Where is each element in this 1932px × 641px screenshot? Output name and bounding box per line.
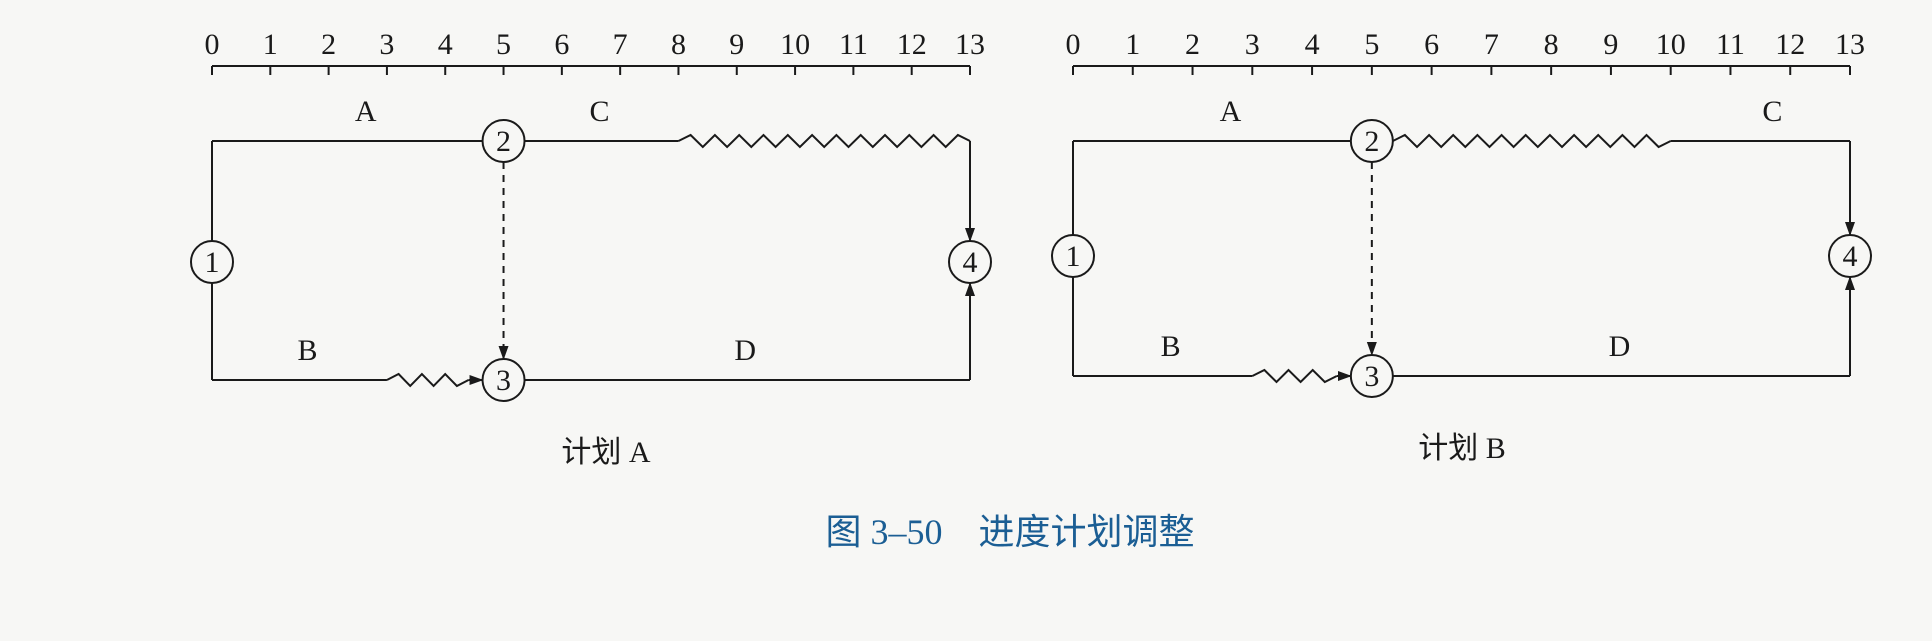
time-scale-tick-label: 0 — [205, 28, 220, 61]
node-3: 3 — [481, 358, 526, 402]
node-circle — [1051, 234, 1095, 278]
time-scale-tick-label: 9 — [729, 28, 744, 61]
time-scale-tick-label: 3 — [1245, 28, 1260, 61]
time-scale-tick-label: 13 — [1835, 28, 1865, 61]
node-label: 3 — [1364, 360, 1379, 393]
node-3: 3 — [1349, 354, 1394, 398]
activity-label: B — [297, 334, 317, 367]
time-scale-tick-label: 6 — [1424, 28, 1439, 61]
time-scale-tick-label: 7 — [613, 28, 628, 61]
figure-caption: 图 3–50 进度计划调整 — [825, 512, 1194, 552]
activity-label: B — [1161, 330, 1181, 363]
time-scale-tick-label: 0 — [1066, 28, 1081, 61]
time-scale-tick-label: 10 — [1656, 28, 1686, 61]
node-circle — [1828, 234, 1872, 278]
activity-c: C — [524, 95, 975, 242]
time-scale-tick-label: 1 — [263, 28, 278, 61]
activity-b: B — [211, 283, 484, 388]
time-scale-tick-label: 5 — [496, 28, 511, 61]
free-float-wave — [678, 133, 971, 149]
free-float-wave — [386, 372, 469, 388]
time-scale-tick-label: 11 — [839, 28, 868, 61]
time-scale-tick-label: 1 — [1125, 28, 1140, 61]
node-circle — [481, 358, 526, 402]
node-circle — [190, 240, 234, 284]
time-scale-tick-label: 8 — [671, 28, 686, 61]
time-scale-tick-label: 8 — [1544, 28, 1559, 61]
time-scale-tick-label: 11 — [1716, 28, 1745, 61]
node-2: 2 — [481, 119, 526, 163]
time-scale-tick-label: 5 — [1364, 28, 1379, 61]
node-circle — [1349, 354, 1394, 398]
float-wave — [1392, 133, 1672, 149]
activity-a: A — [211, 95, 504, 241]
time-scale-tick-label: 12 — [897, 28, 927, 61]
plan-a-caption: 计划 A — [561, 436, 650, 469]
activity-label: C — [1762, 95, 1782, 128]
time-scale-tick-label: 10 — [780, 28, 810, 61]
node-circle — [948, 240, 992, 284]
time-scale-tick-label: 9 — [1603, 28, 1618, 61]
node-1: 1 — [1051, 234, 1095, 278]
node-circle — [481, 119, 526, 163]
node-label: 4 — [963, 246, 978, 279]
node-label: 1 — [205, 246, 220, 279]
plan-b-caption: 计划 B — [1418, 432, 1506, 465]
node-label: 2 — [1364, 125, 1379, 158]
time-scale-tick-label: 2 — [1185, 28, 1200, 61]
node-1: 1 — [190, 240, 234, 284]
node-4: 4 — [948, 240, 992, 284]
activity-label: C — [589, 95, 609, 128]
time-scale-tick-label: 4 — [1305, 28, 1320, 61]
time-scale-tick-label: 13 — [955, 28, 985, 61]
activity-d: D — [1392, 276, 1855, 377]
free-float-wave — [1251, 368, 1338, 384]
time-scale-tick-label: 7 — [1484, 28, 1499, 61]
activity-c: C — [1392, 95, 1855, 236]
node-circle — [1349, 119, 1394, 163]
node-label: 1 — [1066, 240, 1081, 273]
activity-label: A — [1220, 95, 1242, 128]
activity-b: B — [1072, 277, 1352, 384]
activity-label: A — [355, 95, 377, 128]
node-2: 2 — [1349, 119, 1394, 163]
node-4: 4 — [1828, 234, 1872, 278]
activity-d: D — [524, 282, 975, 381]
time-scale-tick-label: 4 — [438, 28, 453, 61]
node-label: 3 — [496, 364, 511, 397]
time-scale-tick-label: 12 — [1775, 28, 1805, 61]
node-label: 4 — [1843, 240, 1858, 273]
activity-label: D — [1609, 330, 1631, 363]
time-scale-tick-label: 6 — [554, 28, 569, 61]
node-label: 2 — [496, 125, 511, 158]
time-scale-tick-label: 2 — [321, 28, 336, 61]
activity-a: A — [1072, 95, 1372, 235]
time-scale-tick-label: 3 — [379, 28, 394, 61]
activity-label: D — [734, 334, 756, 367]
